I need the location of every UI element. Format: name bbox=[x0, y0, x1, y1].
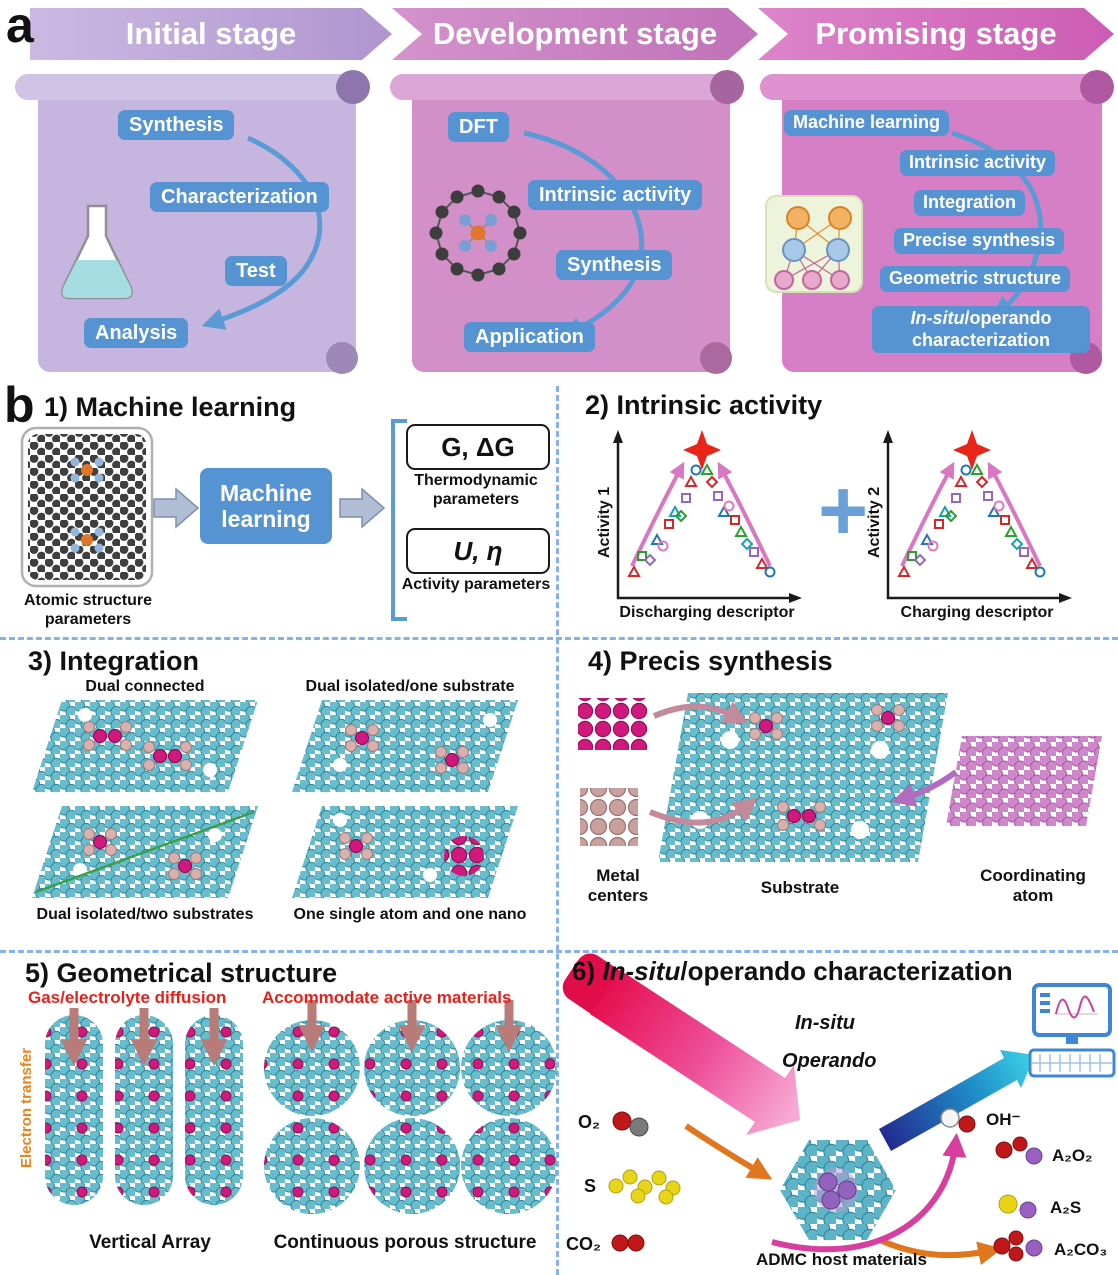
gas-electrolyte-diffusion-label: Gas/electrolyte diffusion bbox=[28, 988, 227, 1007]
stage3-step-insitu-italic: In-situ bbox=[910, 308, 965, 328]
divider-horizontal-2 bbox=[0, 950, 1118, 953]
monitor-icon bbox=[1028, 983, 1116, 1078]
reactant-o2-label: O₂ bbox=[578, 1112, 600, 1132]
vertical-array-caption: Vertical Array bbox=[89, 1232, 211, 1253]
stage1-step-characterization: Characterization bbox=[150, 182, 329, 212]
scroll-promising-curl-top bbox=[1080, 70, 1114, 104]
atomic-structure-caption: Atomic structure parameters bbox=[23, 592, 153, 628]
section6-heading-number: 6) bbox=[572, 956, 603, 986]
reactant-s-label: S bbox=[584, 1176, 597, 1196]
activity-parameters-caption: Activity parameters bbox=[401, 576, 551, 593]
atomic-structure-icon bbox=[20, 426, 154, 588]
product-molecules bbox=[940, 1108, 1043, 1262]
lattice-label-dual-connected: Dual connected bbox=[85, 678, 205, 695]
coordinating-atom-caption: Coordinating atom bbox=[980, 866, 1086, 906]
lattice-label-dual-isolated-two: Dual isolated/two substrates bbox=[36, 906, 254, 923]
scroll-initial-curl-top bbox=[336, 70, 370, 104]
section3-heading: 3) Integration bbox=[28, 646, 200, 676]
section5-heading: 5) Geometrical structure bbox=[25, 958, 338, 988]
metal-centers-caption: Metal centers bbox=[587, 866, 649, 906]
plus-sign: + bbox=[818, 463, 869, 559]
accommodate-active-materials-label: Accommodate active materials bbox=[262, 988, 512, 1007]
scroll-initial-curl-bottom bbox=[326, 342, 358, 374]
stage3-step-machine-learning: Machine learning bbox=[784, 110, 950, 136]
stage2-step-synthesis: Synthesis bbox=[556, 250, 673, 280]
banner-development-stage: Development stage bbox=[392, 8, 758, 60]
scroll-development-roll bbox=[390, 74, 738, 100]
plot1-y-axis-label: Activity 1 bbox=[596, 486, 613, 558]
admc-host-cluster bbox=[780, 1140, 896, 1240]
stage1-step-analysis: Analysis bbox=[84, 318, 189, 348]
stage1-step-test: Test bbox=[225, 256, 287, 286]
stage3-step-insitu-rest: /operando characterization bbox=[911, 308, 1052, 350]
section4-heading: 4) Precis synthesis bbox=[588, 646, 833, 676]
divider-vertical bbox=[556, 386, 559, 1275]
stage3-step-intrinsic-activity: Intrinsic activity bbox=[900, 150, 1056, 176]
product-a2s-label: A₂S bbox=[1050, 1198, 1082, 1217]
precis-synthesis-graphics bbox=[578, 693, 1102, 862]
stage3-step-insitu-operando: In-situ/operando characterization bbox=[872, 306, 1090, 354]
insitu-label: In-situ bbox=[795, 1012, 855, 1034]
banner-initial-stage: Initial stage bbox=[30, 8, 392, 60]
machine-learning-box: Machine learning bbox=[200, 468, 332, 544]
panel-b-label: b bbox=[4, 377, 35, 433]
section6-heading-italic: In-situ bbox=[602, 956, 681, 986]
stage2-step-intrinsic-activity: Intrinsic activity bbox=[528, 180, 703, 210]
lattice-label-dual-isolated-one: Dual isolated/one substrate bbox=[305, 678, 515, 695]
integration-lattices bbox=[32, 700, 518, 898]
continuous-porous-caption: Continuous porous structure bbox=[273, 1232, 537, 1253]
stage3-step-integration: Integration bbox=[914, 190, 1025, 216]
section2-heading: 2) Intrinsic activity bbox=[585, 390, 823, 420]
operando-label: Operando bbox=[782, 1050, 877, 1072]
thermodynamic-parameters-box: G, ΔG bbox=[406, 424, 550, 470]
reactant-co2-label: CO₂ bbox=[566, 1234, 601, 1254]
stage2-step-dft: DFT bbox=[448, 112, 509, 142]
activity-parameters-box: U, η bbox=[406, 528, 550, 574]
scroll-development-curl-bottom bbox=[700, 342, 732, 374]
thermodynamic-parameters-caption: Thermodynamic parameters bbox=[414, 472, 538, 508]
scroll-development-curl-top bbox=[710, 70, 744, 104]
section6-heading: 6) In-situ/operando characterization bbox=[572, 956, 1013, 987]
banner-development-stage-label: Development stage bbox=[432, 16, 718, 51]
vertical-array-graphic bbox=[45, 1008, 243, 1205]
plot2-y-axis-label: Activity 2 bbox=[866, 486, 883, 558]
divider-horizontal-1 bbox=[0, 637, 1118, 640]
panel-a-label: a bbox=[6, 0, 34, 53]
section1-heading: 1) Machine learning bbox=[44, 392, 297, 422]
stage3-step-precise-synthesis: Precise synthesis bbox=[894, 228, 1065, 254]
product-a2co3-label: A₂CO₃ bbox=[1054, 1240, 1108, 1259]
admc-host-caption: ADMC host materials bbox=[756, 1250, 927, 1269]
banner-initial-stage-label: Initial stage bbox=[125, 16, 297, 51]
product-a2o2-label: A₂O₂ bbox=[1052, 1146, 1093, 1165]
scroll-initial-roll bbox=[15, 74, 363, 100]
banner-promising-stage-label: Promising stage bbox=[815, 16, 1057, 51]
section6-heading-rest: /operando characterization bbox=[680, 956, 1013, 986]
lattice-label-single-and-nano: One single atom and one nano bbox=[293, 906, 527, 923]
plot1-x-axis-label: Discharging descriptor bbox=[619, 604, 795, 621]
scroll-promising-roll bbox=[760, 74, 1108, 100]
plot2-x-axis-label: Charging descriptor bbox=[900, 604, 1054, 621]
stage2-step-application: Application bbox=[464, 322, 595, 352]
substrate-caption: Substrate bbox=[760, 878, 840, 897]
electron-transfer-label: Electron transfer bbox=[18, 1047, 35, 1168]
banner-promising-stage: Promising stage bbox=[758, 8, 1114, 60]
volcano-plot-2 bbox=[883, 430, 1072, 603]
signal-arrow bbox=[879, 1050, 1035, 1151]
volcano-plot-1 bbox=[613, 430, 802, 603]
reaction-arrows bbox=[684, 1123, 1003, 1266]
reactant-molecules bbox=[608, 1111, 681, 1252]
porous-spheres-graphic bbox=[264, 1000, 557, 1214]
stage3-step-geometric-structure: Geometric structure bbox=[880, 266, 1071, 292]
stage1-step-synthesis: Synthesis bbox=[118, 110, 235, 140]
product-oh-label: OH⁻ bbox=[986, 1110, 1021, 1129]
